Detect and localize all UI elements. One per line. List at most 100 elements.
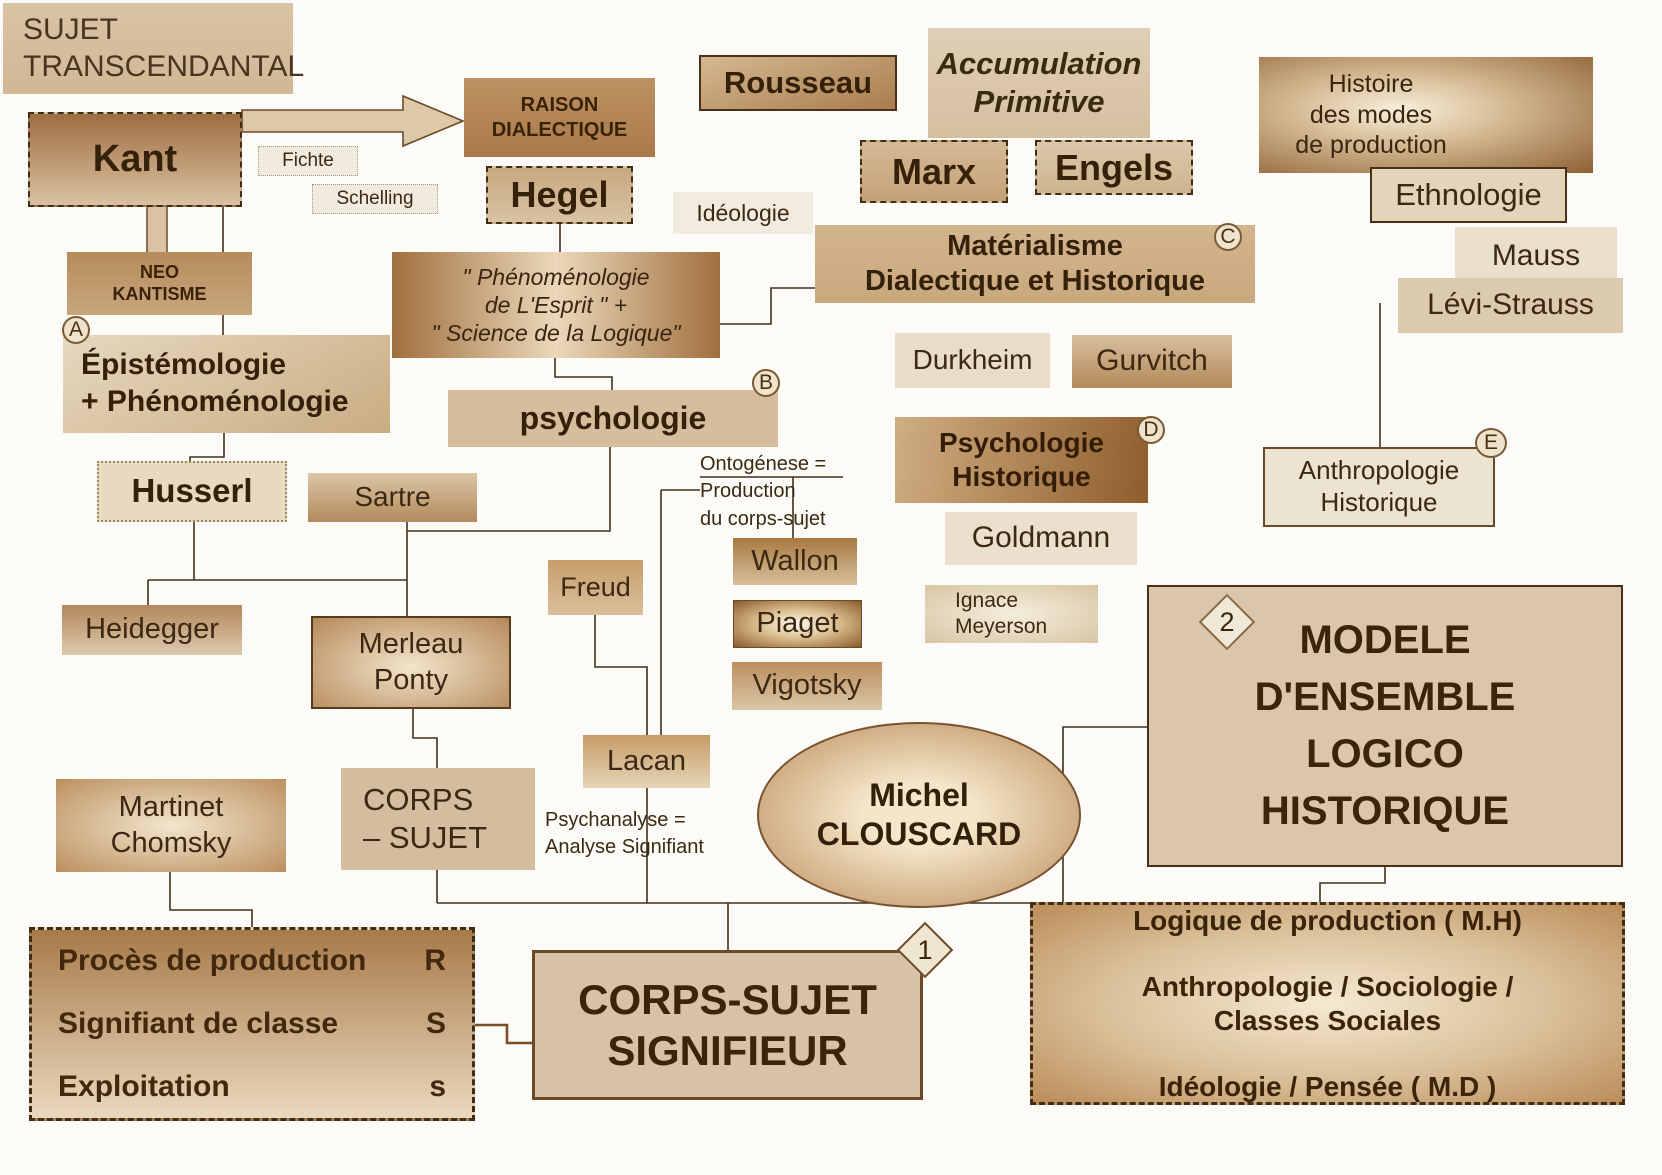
phenomenologie-esprit-logique-label: de L'Esprit " + [484, 291, 628, 318]
rousseau-node[interactable]: Rousseau [699, 55, 897, 111]
connector-line [169, 872, 253, 927]
durkheim-node[interactable]: Durkheim [895, 333, 1050, 388]
connector-line [1319, 867, 1386, 902]
logique-production-node[interactable]: Logique de production ( M.H) Anthropolog… [1030, 902, 1625, 1105]
vigotsky-node[interactable]: Vigotsky [732, 662, 882, 710]
kant-label: Kant [92, 138, 178, 181]
logique-production-label [1324, 937, 1332, 970]
psychanalyse-note-node[interactable]: Psychanalyse =Analyse Signifiant [543, 808, 723, 860]
gurvitch-node[interactable]: Gurvitch [1072, 335, 1232, 388]
ethnologie-node[interactable]: Ethnologie [1370, 167, 1567, 223]
husserl-node[interactable]: Husserl [97, 461, 287, 522]
wallon-node[interactable]: Wallon [733, 538, 857, 585]
martinet-chomsky-label: Chomsky [110, 826, 232, 859]
badge-b-letter: B [758, 371, 773, 394]
heidegger-node[interactable]: Heidegger [62, 605, 242, 655]
kant-node[interactable]: Kant [28, 112, 242, 207]
hegel-node[interactable]: Hegel [486, 166, 633, 224]
phenomenologie-esprit-logique-label: " Science de la Logique" [431, 320, 681, 347]
badge-b-icon: B [752, 369, 780, 397]
modele-ensemble-logico-historique-label: HISTORIQUE [1260, 788, 1510, 833]
mauss-node[interactable]: Mauss [1455, 227, 1617, 285]
connector-line [412, 709, 438, 768]
corps-sujet-signifieur-label: CORPS-SUJET [578, 975, 877, 1023]
badge-e-icon: E [1475, 428, 1507, 458]
corps-sujet-label: CORPS [363, 782, 474, 818]
martinet-chomsky-label: Martinet [118, 791, 224, 824]
diamond-2-icon: 2 [1198, 593, 1256, 651]
rousseau-label: Rousseau [723, 65, 873, 101]
heidegger-label: Heidegger [85, 613, 219, 646]
vigotsky-label: Vigotsky [752, 669, 862, 702]
ideologie-node[interactable]: Idéologie [673, 192, 813, 234]
kant-to-raison-arrow-icon [241, 94, 466, 148]
psychologie-historique-label: Psychologie [939, 426, 1104, 458]
wallon-label: Wallon [751, 544, 839, 577]
piaget-node[interactable]: Piaget [733, 600, 862, 648]
ideologie-label: Idéologie [696, 199, 790, 226]
fichte-node[interactable]: Fichte [258, 146, 358, 176]
ignace-meyerson-label: Ignace [955, 589, 1019, 613]
marx-node[interactable]: Marx [860, 140, 1008, 203]
lacan-node[interactable]: Lacan [583, 735, 710, 788]
ontogenese-note-label: du corps-sujet [700, 507, 826, 530]
epistemologie-phenomenologie-node[interactable]: Épistémologie+ Phénoménologie [63, 335, 390, 433]
freud-node[interactable]: Freud [548, 560, 643, 615]
accumulation-primitive-label: Primitive [973, 84, 1105, 119]
proces-row: Signifiant de classe S [32, 1007, 472, 1041]
goldmann-node[interactable]: Goldmann [945, 512, 1137, 565]
corps-sujet-label: – SUJET [363, 820, 488, 855]
michel-clouscard-label: Michel [869, 776, 969, 813]
materialisme-label: Dialectique et Historique [864, 265, 1205, 297]
accumulation-primitive-label: Accumulation [936, 46, 1142, 82]
badge-c-icon: C [1214, 223, 1242, 251]
schelling-node[interactable]: Schelling [312, 184, 438, 214]
hegel-label: Hegel [510, 174, 609, 216]
levi-strauss-node[interactable]: Lévi-Strauss [1398, 278, 1623, 333]
proces-row-term: Procès de production [58, 944, 367, 978]
corps-sujet-node[interactable]: CORPS– SUJET [341, 768, 535, 870]
schelling-label: Schelling [336, 188, 414, 210]
engels-node[interactable]: Engels [1035, 140, 1193, 195]
fichte-label: Fichte [282, 150, 334, 172]
modele-ensemble-logico-historique-label: LOGICO [1306, 732, 1464, 776]
goldmann-label: Goldmann [971, 521, 1111, 555]
husserl-label: Husserl [131, 472, 253, 510]
phenomenologie-esprit-logique-label: " Phénoménologie [462, 263, 650, 290]
corps-sujet-signifieur-label: SIGNIFIEUR [607, 1027, 848, 1074]
psychologie-historique-label: Historique [952, 461, 1091, 492]
diamond-2-number: 2 [1219, 606, 1235, 637]
histoire-modes-production-label: Histoire [1328, 70, 1414, 99]
modele-ensemble-logico-historique-label: MODELE [1299, 618, 1471, 663]
psychologie-node[interactable]: psychologie [448, 390, 778, 447]
histoire-modes-production-label: de production [1295, 131, 1447, 160]
ignace-meyerson-label: Meyerson [955, 615, 1048, 638]
raison-dialectique-label: DIALECTIQUE [491, 118, 628, 141]
levi-strauss-label: Lévi-Strauss [1427, 288, 1594, 322]
sartre-node[interactable]: Sartre [308, 473, 477, 522]
histoire-modes-production-label: des modes [1309, 100, 1433, 129]
sartre-label: Sartre [354, 481, 431, 513]
proces-row-symbol: S [425, 1006, 446, 1040]
epistemologie-phenomenologie-label: Épistémologie [81, 348, 287, 382]
proces-row-term: Signifiant de classe [58, 1006, 339, 1040]
